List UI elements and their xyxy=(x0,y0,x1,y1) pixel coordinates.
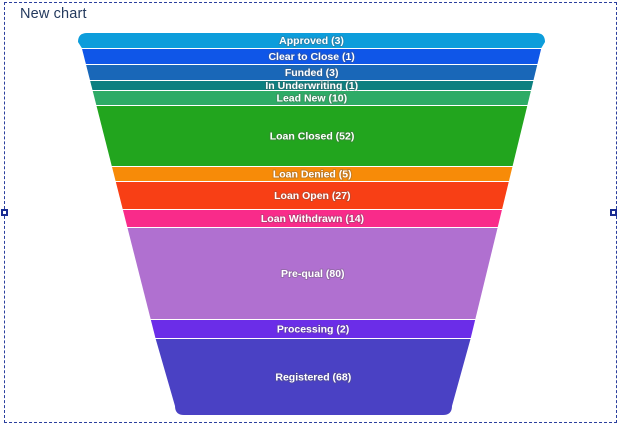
funnel-segment-label: Pre-qual (80) xyxy=(281,268,345,280)
funnel-segment[interactable] xyxy=(155,339,471,415)
funnel-segment[interactable] xyxy=(96,106,528,166)
resize-handle-left[interactable] xyxy=(1,209,8,216)
funnel-segment-label: Loan Denied (5) xyxy=(273,168,352,180)
funnel-segment-label: In Underwriting (1) xyxy=(265,80,358,92)
funnel-segment-label: Lead New (10) xyxy=(277,92,348,104)
funnel-segment-label: Processing (2) xyxy=(277,323,349,335)
funnel-segment-label: Loan Withdrawn (14) xyxy=(261,213,364,225)
funnel-segment-label: Approved (3) xyxy=(279,35,344,47)
funnel-segment[interactable] xyxy=(78,33,545,48)
funnel-segment[interactable] xyxy=(82,49,542,64)
funnel-segment[interactable] xyxy=(127,228,498,319)
funnel-segment[interactable] xyxy=(122,210,502,227)
funnel-segment-label: Loan Closed (52) xyxy=(270,130,355,142)
resize-handle-right[interactable] xyxy=(610,209,617,216)
funnel-segment[interactable] xyxy=(150,320,476,338)
funnel-segment-label: Loan Open (27) xyxy=(274,190,350,202)
chart-title: New chart xyxy=(20,6,87,22)
funnel-segment-label: Funded (3) xyxy=(285,67,339,79)
funnel-segment[interactable] xyxy=(92,91,531,105)
funnel-segment-label: Clear to Close (1) xyxy=(268,51,354,63)
funnel-segment-label: Registered (68) xyxy=(275,371,351,383)
funnel-segment[interactable] xyxy=(112,167,513,181)
funnel-segment[interactable] xyxy=(115,182,509,209)
funnel-segment[interactable] xyxy=(90,81,534,90)
funnel-segment[interactable] xyxy=(86,65,538,80)
